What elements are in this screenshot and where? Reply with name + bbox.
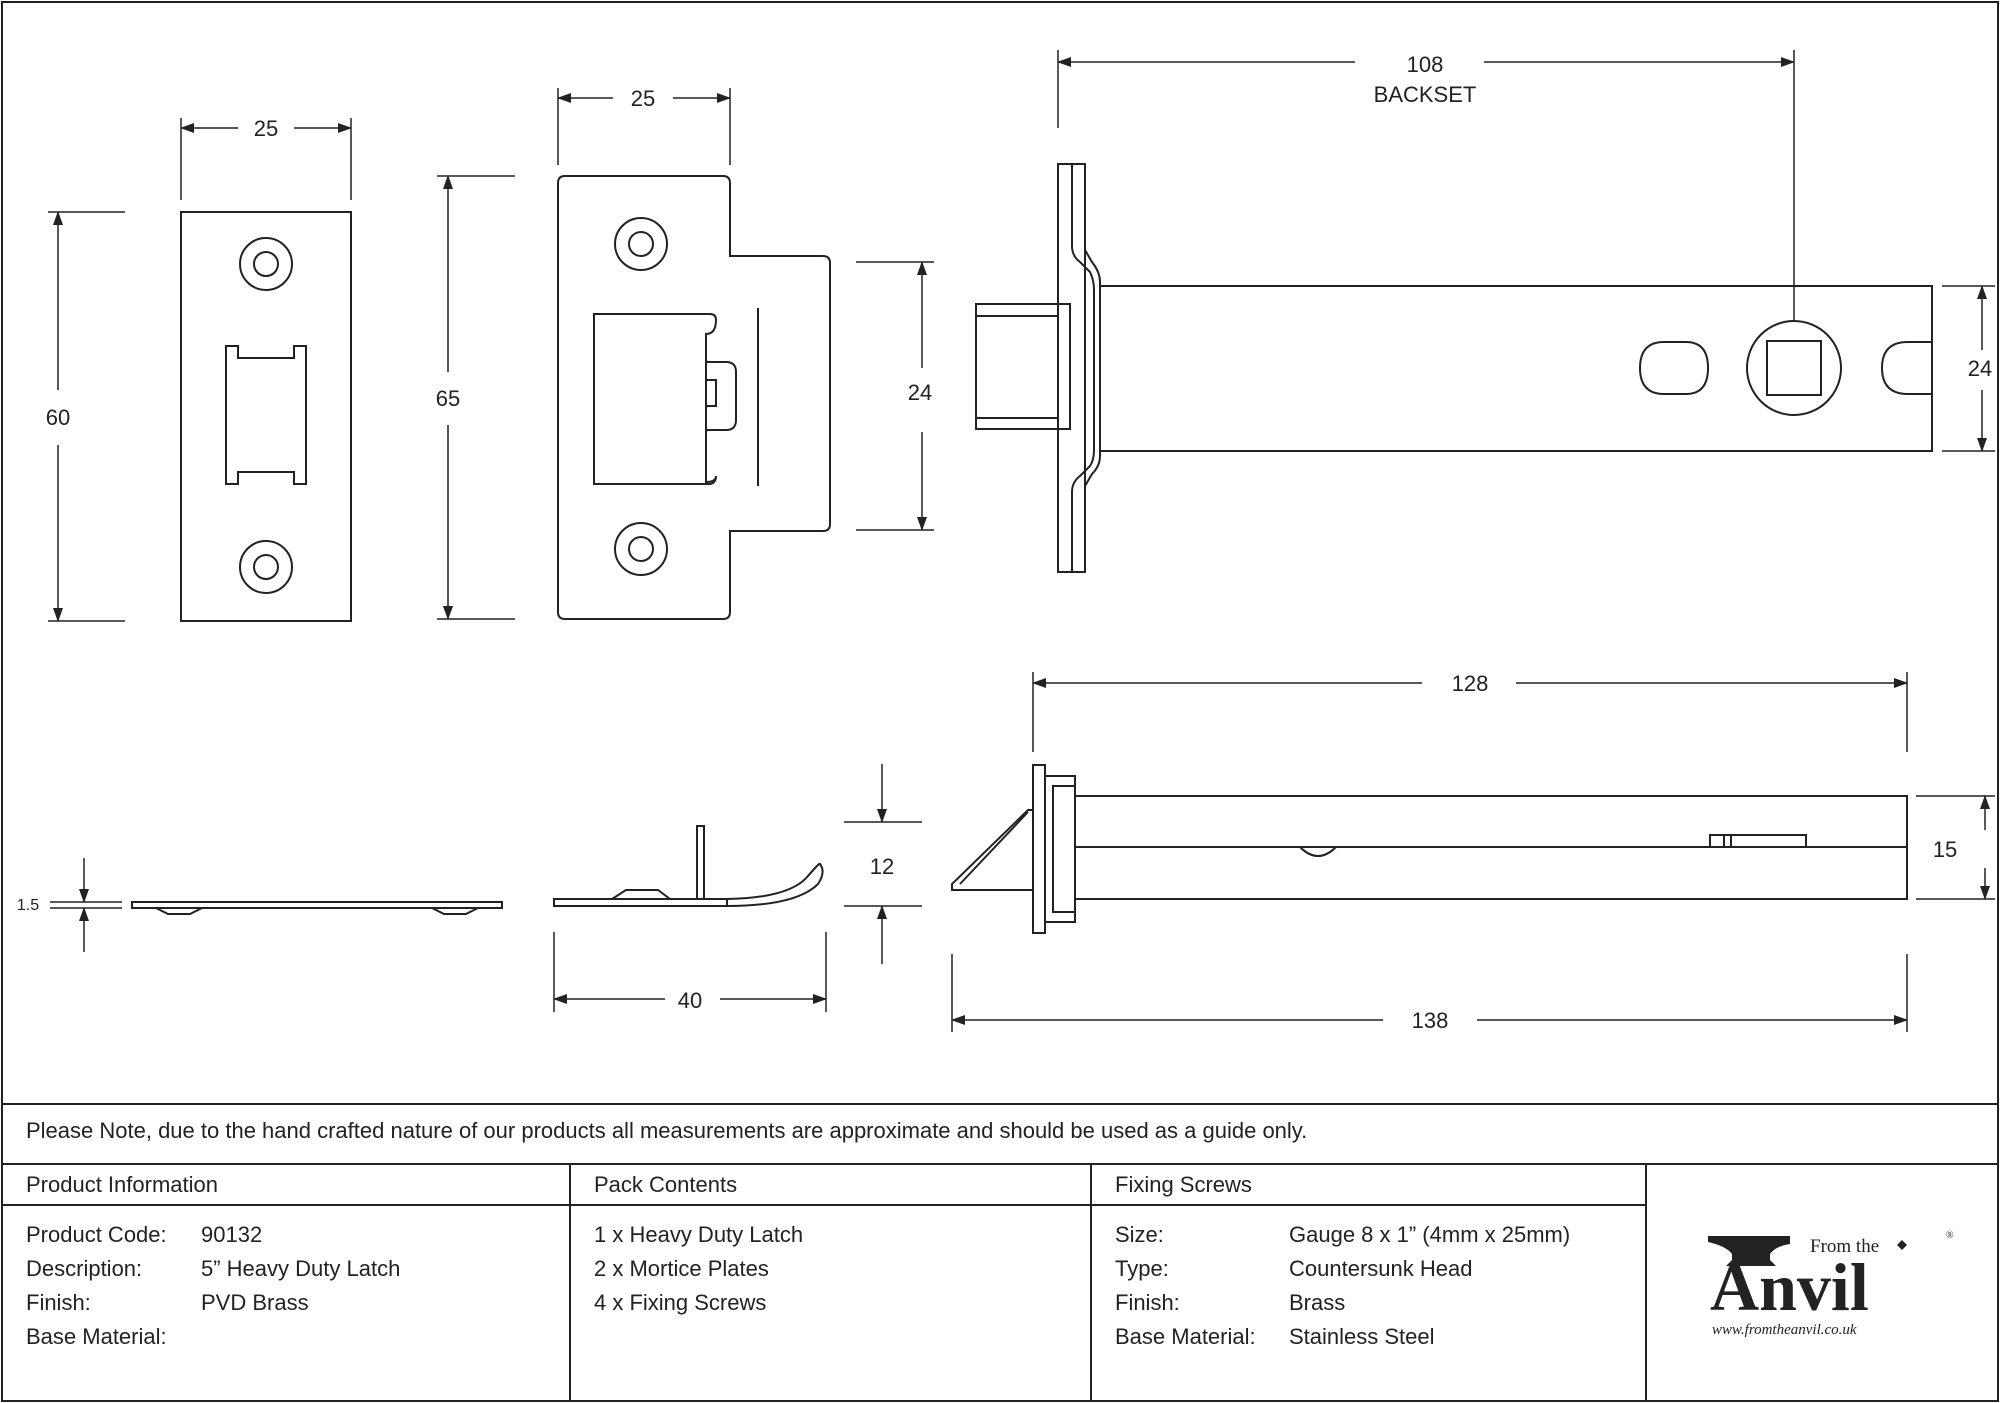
fixing-screws-heading: Fixing Screws	[1115, 1172, 1252, 1197]
description-value: 5” Heavy Duty Latch	[201, 1256, 401, 1281]
strike-height-label: 60	[46, 405, 70, 430]
lip-height-dimension	[844, 764, 922, 964]
t-strike-width-label: 25	[631, 86, 655, 111]
finish-value: PVD Brass	[201, 1290, 309, 1315]
measurement-note: Please Note, due to the hand crafted nat…	[26, 1118, 1308, 1143]
t-strike-plate-front-view	[557, 175, 831, 620]
info-table-lines	[2, 1103, 1998, 1401]
screw-base-material-label: Base Material:	[1115, 1324, 1256, 1349]
body-thickness-dimension	[1916, 795, 1995, 900]
thickness-dimension	[50, 858, 122, 952]
logo-from-the: From the	[1810, 1236, 1879, 1257]
finish-label: Finish:	[26, 1290, 91, 1315]
from-the-anvil-logo: From the ® Anvil www.fromtheanvil.co.uk	[1708, 1230, 1954, 1338]
strike-height-dimension	[48, 211, 125, 622]
screw-base-material-value: Stainless Steel	[1289, 1324, 1435, 1349]
pack-contents-heading: Pack Contents	[594, 1172, 738, 1197]
product-code-value: 90132	[201, 1222, 263, 1247]
strike-plate-edge-view	[131, 901, 503, 915]
t-strike-inner-label: 24	[908, 380, 932, 405]
product-info-row: Description: 5” Heavy Duty Latch	[26, 1256, 400, 1282]
screw-type-label: Type:	[1115, 1256, 1169, 1281]
diamond-icon	[1897, 1240, 1907, 1250]
strike-width-label: 25	[254, 116, 278, 141]
thickness-label: 1.5	[17, 897, 39, 914]
screw-row: Type: Countersunk Head	[1115, 1256, 1472, 1282]
case-height-label: 24	[1968, 356, 1992, 381]
overall-length-dimension	[951, 954, 1908, 1032]
t-strike-height-label: 65	[436, 386, 460, 411]
t-strike-width-dimension	[557, 88, 731, 165]
product-info-heading: Product Information	[26, 1172, 218, 1197]
screw-finish-label: Finish:	[1115, 1290, 1180, 1315]
screw-size-label: Size:	[1115, 1222, 1164, 1247]
t-strike-height-dimension	[437, 175, 515, 620]
overall-length-label: 138	[1412, 1008, 1449, 1033]
screw-type-value: Countersunk Head	[1289, 1256, 1473, 1281]
t-strike-edge-view	[553, 825, 824, 908]
backset-value-label: 108	[1407, 52, 1444, 77]
lip-depth-dimension	[553, 932, 827, 1012]
lip-depth-label: 40	[678, 988, 702, 1013]
backset-label: BACKSET	[1374, 82, 1477, 107]
latch-top-view	[951, 764, 1908, 934]
screw-finish-value: Brass	[1289, 1290, 1346, 1315]
strike-width-dimension	[180, 118, 352, 200]
pack-item: 2 x Mortice Plates	[594, 1256, 769, 1281]
screw-size-value: Gauge 8 x 1” (4mm x 25mm)	[1289, 1222, 1571, 1247]
screw-row: Size: Gauge 8 x 1” (4mm x 25mm)	[1115, 1222, 1570, 1248]
strike-plate-front-view	[180, 211, 352, 622]
case-height-dimension	[1942, 285, 1995, 452]
anvil-icon	[1708, 1236, 1790, 1266]
logo-anvil: Anvil	[1710, 1249, 1869, 1325]
body-length-label: 128	[1452, 671, 1489, 696]
latch-side-view	[975, 163, 1933, 573]
pack-item: 1 x Heavy Duty Latch	[594, 1222, 804, 1247]
lip-height-label: 12	[870, 854, 894, 879]
product-info-row: Finish: PVD Brass	[26, 1290, 309, 1316]
screw-row: Base Material: Stainless Steel	[1115, 1324, 1435, 1350]
body-length-dimension	[1032, 672, 1908, 752]
t-strike-inner-dimension	[856, 261, 934, 531]
backset-dimension	[1057, 50, 1795, 321]
body-thickness-label: 15	[1933, 837, 1957, 862]
logo-registered: ®	[1946, 1230, 1954, 1241]
logo-url: www.fromtheanvil.co.uk	[1712, 1322, 1857, 1338]
screw-row: Finish: Brass	[1115, 1290, 1345, 1316]
description-label: Description:	[26, 1256, 143, 1281]
product-info-row: Product Code: 90132	[26, 1222, 262, 1248]
base-material-label: Base Material:	[26, 1324, 167, 1349]
product-info-row: Base Material:	[26, 1324, 201, 1350]
pack-item: 4 x Fixing Screws	[594, 1290, 767, 1315]
product-code-label: Product Code:	[26, 1222, 167, 1247]
